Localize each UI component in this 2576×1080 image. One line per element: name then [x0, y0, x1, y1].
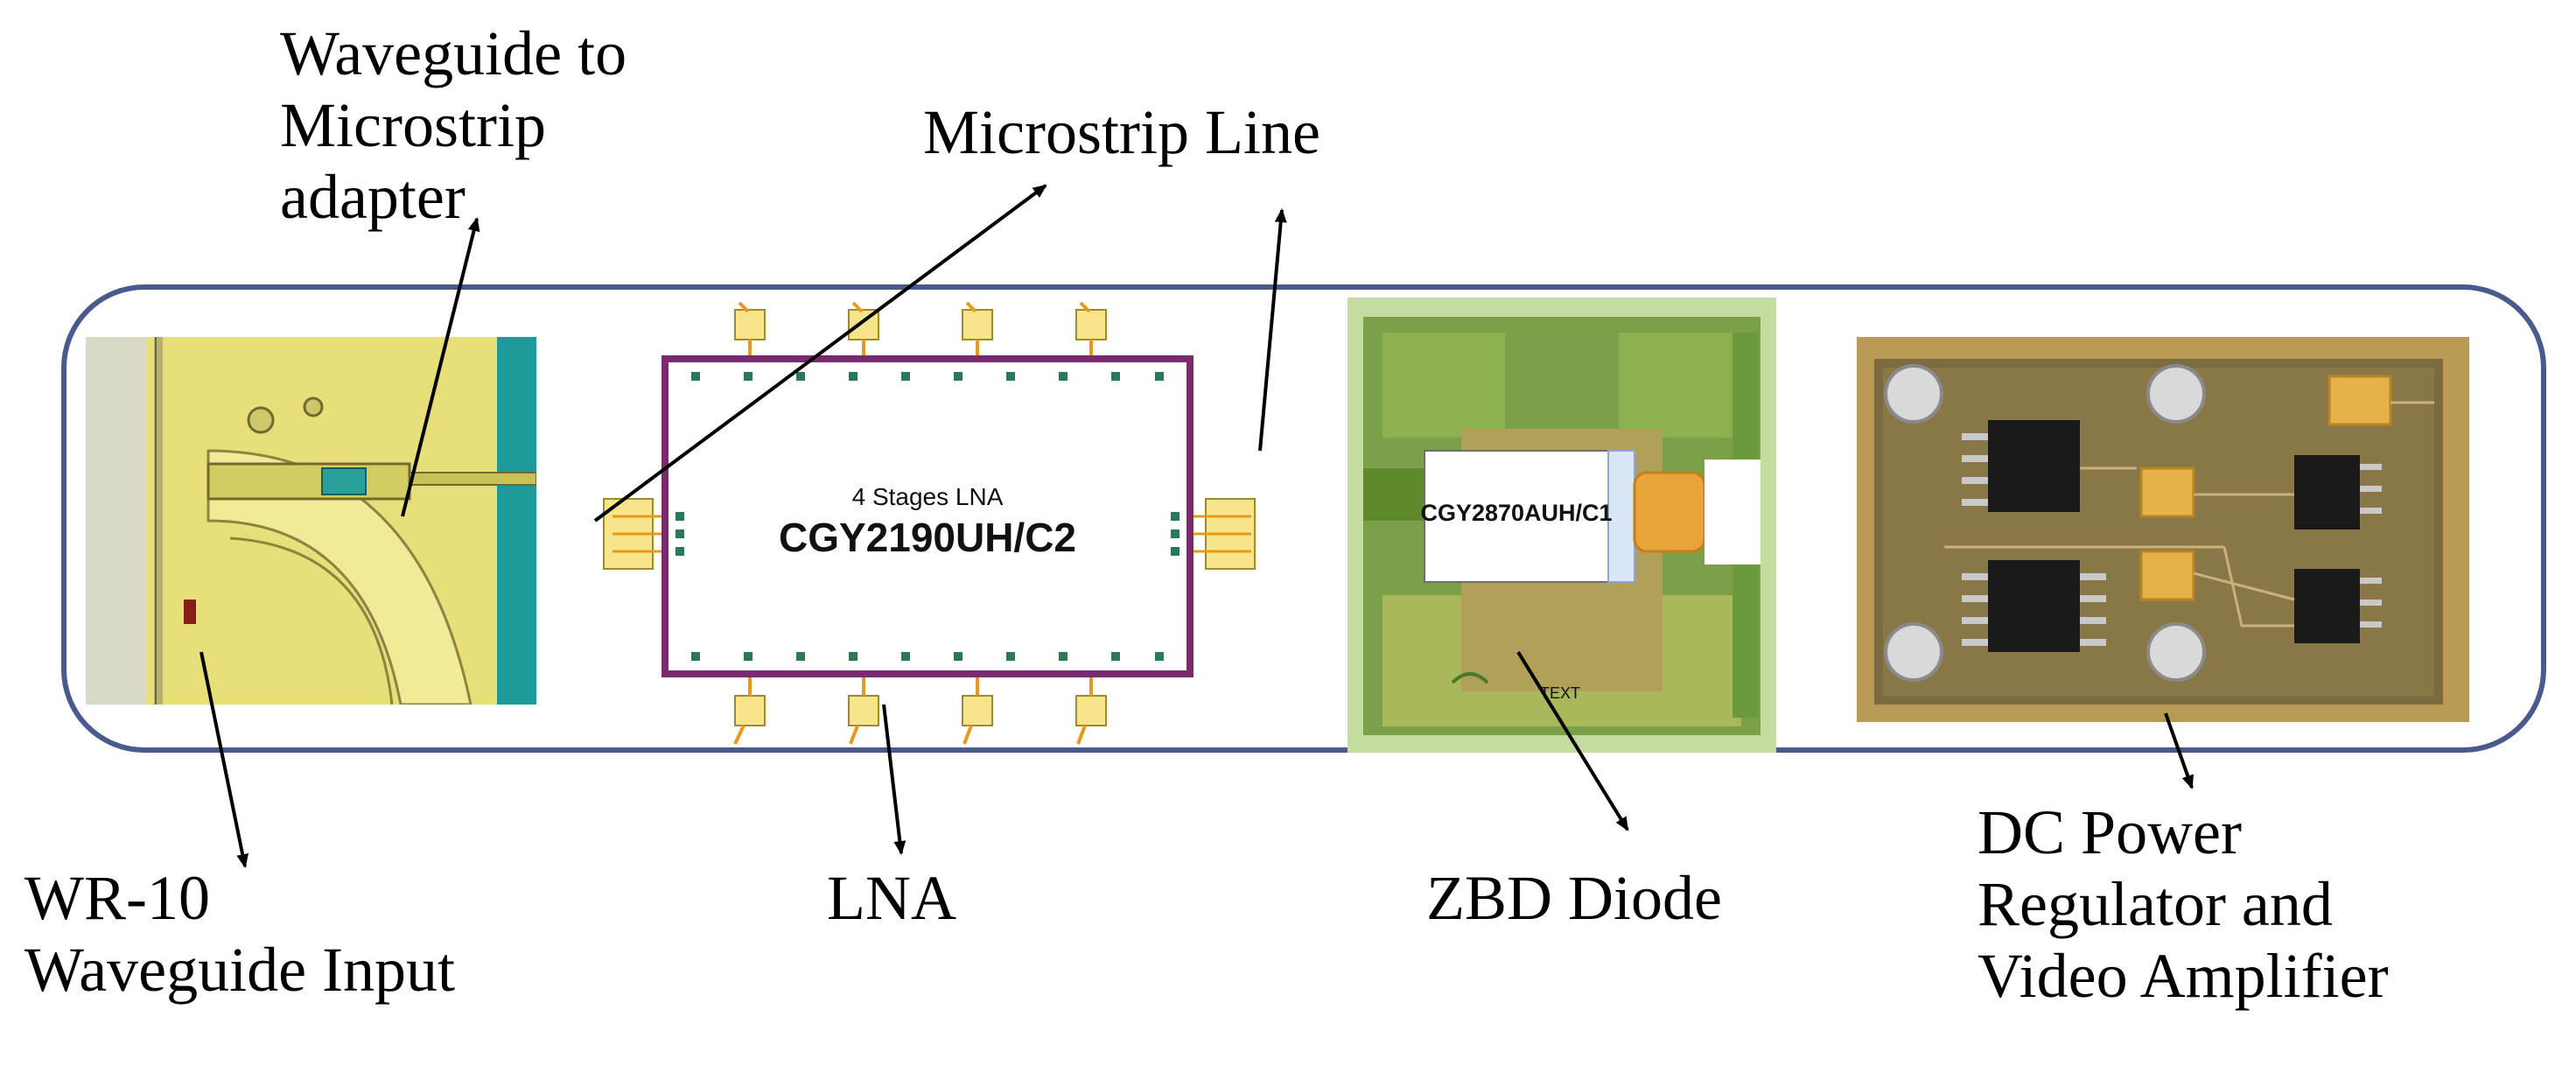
label-dc-power: DC Power Regulator and Video Amplifier [1978, 797, 2389, 1011]
lna-bottom-pads [734, 695, 1107, 726]
dc-power-pcb-photo [1857, 337, 2469, 722]
label-zbd-diode: ZBD Diode [1426, 863, 1722, 933]
svg-text:TEXT: TEXT [1540, 684, 1580, 702]
label-lna: LNA [827, 863, 956, 933]
lna-chip-layout: 4 Stages LNA CGY2190UH/C2 [603, 301, 1256, 745]
lna-chip-subtitle: 4 Stages LNA [852, 483, 1004, 510]
label-waveguide-adapter: Waveguide to Microstrip adapter [280, 18, 627, 232]
waveguide-adapter-image [86, 337, 536, 705]
module-frame [61, 284, 2546, 753]
lna-top-pads [734, 309, 1107, 340]
label-microstrip-line: Microstrip Line [923, 97, 1320, 167]
zbd-chip-part-number: CGY2870AUH/C1 [1420, 500, 1612, 526]
label-wr10-input: WR-10 Waveguide Input [24, 863, 456, 1005]
lna-chip-part-number: CGY2190UH/C2 [779, 515, 1076, 560]
zbd-diode-chip: CGY2870AUH/C1 TEXT [1348, 298, 1776, 753]
